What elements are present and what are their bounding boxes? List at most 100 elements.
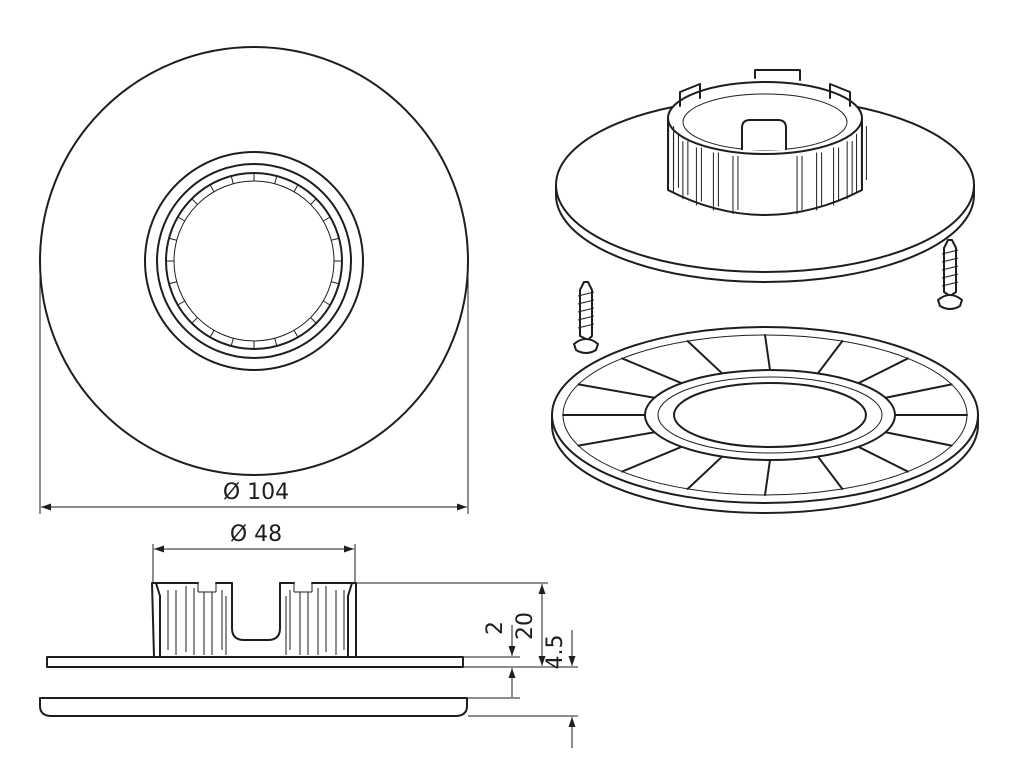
collar-inner-edge <box>156 163 352 359</box>
retaining-tab <box>168 237 177 241</box>
ring-spoke <box>621 357 683 385</box>
ring-spoke <box>577 383 656 399</box>
upper-plate <box>46 656 464 668</box>
ring-spokes <box>562 334 968 496</box>
thickness-label: 4.5 <box>543 635 568 670</box>
ring-spoke <box>857 445 909 473</box>
drain-slot-opening <box>598 151 624 160</box>
drain-slot-opening <box>866 227 886 239</box>
retaining-tab <box>209 184 215 192</box>
screw-right-thread <box>941 249 959 287</box>
drain-slot-opening <box>810 238 821 251</box>
inner-diameter-dimension: Ø 48 <box>152 522 356 582</box>
drain-slot-opening <box>674 234 690 246</box>
ring-spoke <box>621 445 683 473</box>
inner-diameter-label: Ø 48 <box>230 522 282 547</box>
retaining-tab <box>310 198 317 205</box>
retaining-tab <box>310 317 317 324</box>
screw-left-thread <box>577 291 595 329</box>
screw-right-head <box>937 294 963 310</box>
outer-diameter-dimension: Ø 104 <box>39 263 469 514</box>
collar-rim <box>667 81 863 155</box>
drain-slot-opening <box>869 138 893 148</box>
side-view <box>39 582 468 717</box>
iso-upper-part <box>555 69 975 283</box>
retaining-tab <box>274 338 278 347</box>
screw-left <box>573 281 599 354</box>
drain-slot-opening <box>802 242 814 255</box>
retaining-tab <box>230 338 234 347</box>
retaining-tab <box>331 237 340 241</box>
collar-profile <box>151 582 357 658</box>
ring-side-edge <box>551 414 979 514</box>
top-view <box>39 46 469 476</box>
ring-spoke <box>816 455 844 490</box>
ring-spoke <box>884 431 953 447</box>
ring-spoke <box>857 357 909 385</box>
drain-slot-opening <box>900 189 929 194</box>
ring-spoke <box>816 340 844 375</box>
lower-plate <box>39 697 468 717</box>
outer-disc-edge <box>39 46 469 476</box>
retaining-tab <box>293 184 299 192</box>
retaining-tab <box>177 216 185 222</box>
ring-spoke <box>686 340 724 375</box>
collar-fingers <box>668 126 867 214</box>
drain-slot-opening <box>607 200 635 208</box>
drain-slot-opening <box>925 188 954 194</box>
retaining-tab <box>331 281 340 285</box>
retaining-tab <box>274 175 278 184</box>
retaining-tabs-top <box>166 173 342 349</box>
drain-slot-opening <box>744 240 751 253</box>
drain-slot-opening <box>850 230 870 242</box>
screw-right-shank <box>943 239 957 297</box>
collar-outer-edge <box>144 151 364 371</box>
disc-underside-edge <box>555 184 975 283</box>
ring-spoke <box>686 455 724 490</box>
collar-fingers <box>167 583 345 655</box>
ring-hub <box>644 369 896 461</box>
screw-left-shank <box>579 281 593 341</box>
drain-slot-opening <box>620 149 646 158</box>
height-total-label: 20 <box>513 612 538 640</box>
retaining-tab <box>191 317 198 324</box>
drain-slot-opening <box>618 219 641 229</box>
drain-slot-opening <box>644 131 664 143</box>
retaining-tab <box>230 175 234 184</box>
retaining-tab <box>168 281 177 285</box>
height-dimensions: 2 20 4.5 <box>357 582 578 748</box>
ring-spoke <box>764 334 771 371</box>
drain-slot-opening <box>906 210 932 219</box>
height-small-label: 2 <box>483 621 508 635</box>
collar-back-crown <box>679 69 851 107</box>
drain-slot-opening <box>746 244 754 257</box>
retaining-tab <box>191 198 198 205</box>
ring-spoke <box>577 431 656 447</box>
retaining-tab <box>293 330 299 338</box>
retaining-tab <box>209 330 215 338</box>
drain-slot-opening <box>637 222 661 232</box>
screw-right <box>937 239 963 310</box>
ring-hub-lip <box>657 376 883 454</box>
drain-slot-opening <box>601 176 630 181</box>
drain-slot-opening <box>919 163 947 171</box>
ring-bore <box>673 382 867 448</box>
collar-front-notch <box>741 119 787 150</box>
retaining-tab <box>323 300 331 306</box>
drain-slot-opening <box>884 212 910 221</box>
screw-left-head <box>573 338 599 354</box>
drain-slots <box>576 131 954 257</box>
retaining-tab <box>177 300 185 306</box>
tab-ring-inner <box>173 180 335 342</box>
drain-slot-opening <box>686 237 702 249</box>
iso-lower-part <box>551 326 979 514</box>
ring-spoke <box>764 459 771 496</box>
center-slot <box>231 582 281 641</box>
outer-diameter-label: Ø 104 <box>223 480 289 505</box>
drain-slot-opening <box>889 141 912 151</box>
retaining-tab <box>323 216 331 222</box>
drain-slot-opening <box>895 162 923 170</box>
ring-spoke <box>884 383 953 399</box>
drain-slot-opening <box>576 176 605 182</box>
